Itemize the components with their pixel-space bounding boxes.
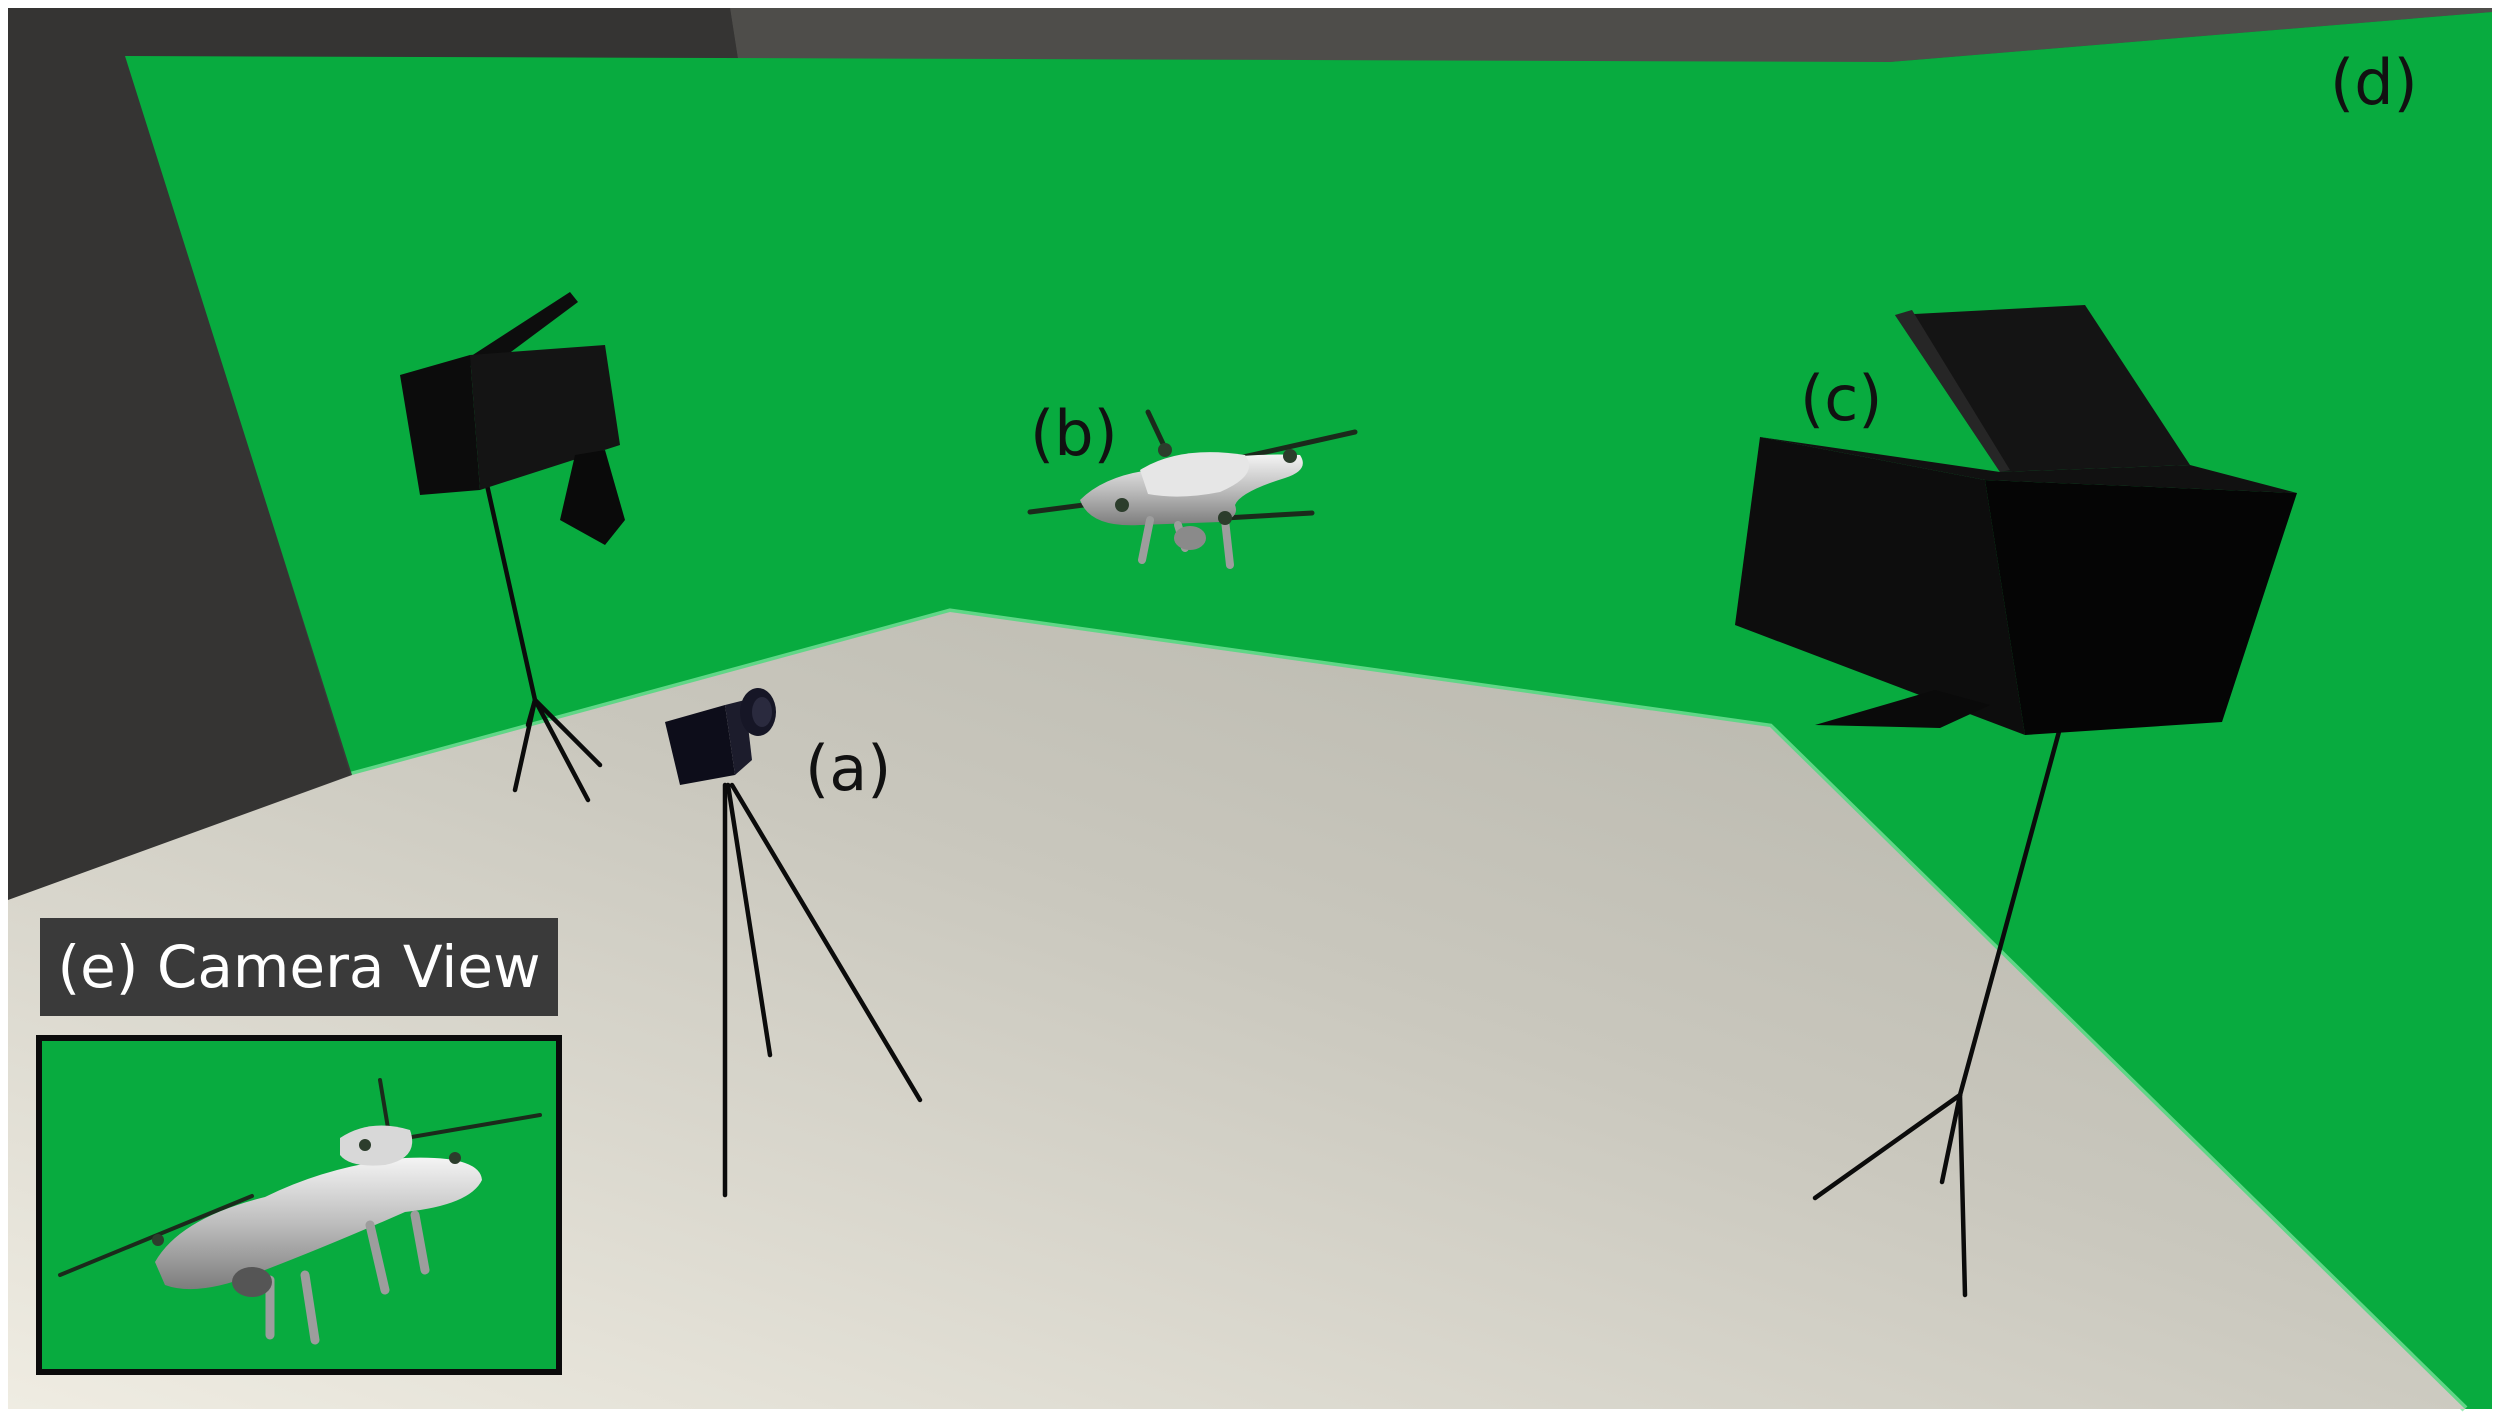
- camera-tripod: [722, 782, 923, 1198]
- label-b: (b): [1030, 397, 1118, 470]
- light-body-right: [1735, 437, 2025, 735]
- camera-icon: [665, 688, 776, 785]
- camera-rig: [665, 688, 923, 1198]
- green-backdrop: [125, 12, 2492, 1409]
- left-wall: [8, 8, 740, 900]
- light-body-left: [400, 355, 480, 495]
- label-d: (d): [2330, 46, 2418, 119]
- studio-light-left: [400, 292, 625, 803]
- camera-view-inset: [36, 1035, 562, 1375]
- light-barndoor-top-right-edge: [1895, 310, 2010, 472]
- light-barndoor-top-right: [1895, 305, 2190, 472]
- camera-view-caption: (e) Camera View: [57, 933, 541, 1001]
- light-stand-left: [484, 482, 603, 803]
- camera-view-caption-box: (e) Camera View: [40, 918, 558, 1016]
- label-a: (a): [805, 732, 892, 805]
- floor: [8, 612, 2465, 1409]
- light-stand-right: [1812, 725, 2063, 1298]
- drone-icon: [1027, 409, 1358, 569]
- ceiling: [730, 8, 2492, 72]
- light-top-right: [1760, 437, 2297, 493]
- label-c: (c): [1800, 362, 1883, 435]
- studio-light-right: [1735, 305, 2297, 1298]
- inset-drone-icon: [58, 1078, 542, 1345]
- light-face-right: [1985, 480, 2297, 735]
- light-barndoor-bottom-right: [1815, 690, 1990, 728]
- light-barndoor-bottom-left: [560, 450, 625, 545]
